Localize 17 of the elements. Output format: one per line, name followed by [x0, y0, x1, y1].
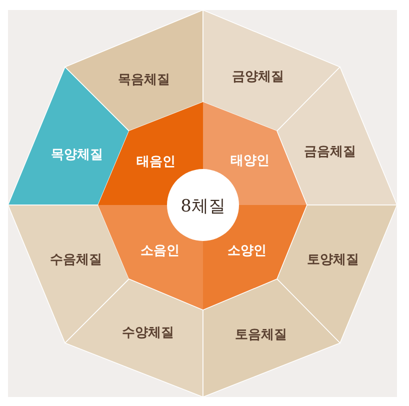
octagon-segment	[203, 10, 340, 131]
segment-label: 금양체질	[232, 70, 284, 84]
center-label: 8체질	[180, 198, 226, 216]
segment-label: 토음체질	[235, 328, 287, 342]
segment-label: 금음체질	[304, 146, 356, 158]
octagon-segment	[203, 279, 340, 397]
segment-label: 목음체질	[118, 74, 170, 86]
segment-label: 소양인	[228, 244, 266, 258]
segment-label: 수양체질	[122, 326, 174, 340]
segment-label: 소음인	[140, 244, 180, 258]
segment-label: 토양체질	[307, 254, 359, 266]
octagon-segment	[65, 10, 203, 131]
segment-label: 수음체질	[50, 254, 102, 266]
segment-label: 태음인	[136, 156, 176, 168]
segment-label: 태양인	[230, 154, 270, 168]
segment-label: 목양체질	[51, 148, 103, 162]
octagon-segment	[65, 279, 203, 397]
